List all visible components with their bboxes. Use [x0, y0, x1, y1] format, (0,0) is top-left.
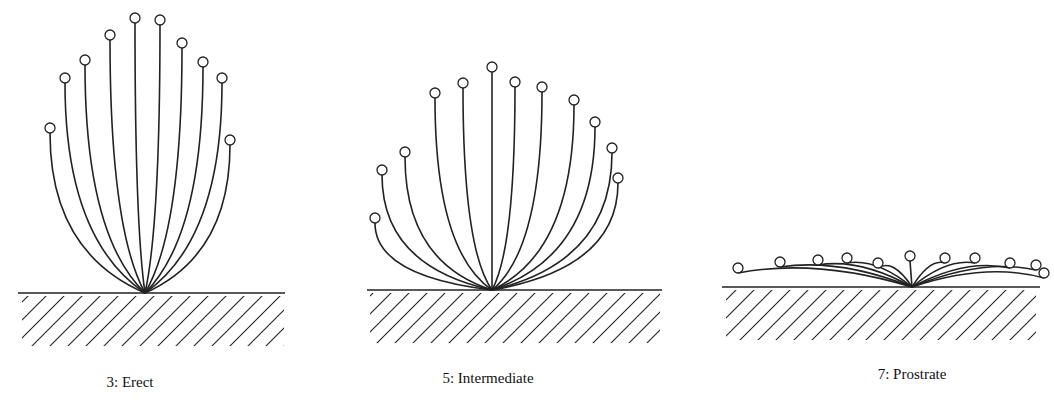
stem-tip [1031, 260, 1041, 270]
stem [910, 261, 912, 287]
erect-plant [18, 13, 285, 346]
intermediate-plant [367, 62, 662, 343]
ground-line [722, 286, 1040, 287]
stem [492, 92, 542, 290]
stem-tip [458, 78, 468, 88]
stem-tip [225, 135, 235, 145]
stem [463, 88, 492, 290]
stem-tip [537, 82, 547, 92]
stem [492, 127, 595, 290]
stem [145, 48, 182, 293]
stem-tip [370, 213, 380, 223]
soil-hatching [22, 296, 284, 346]
stem [145, 83, 222, 293]
stem-tip [430, 88, 440, 98]
stem [145, 145, 230, 293]
stem-tip [487, 62, 497, 72]
stem-tip [905, 251, 915, 261]
stem-tip [400, 147, 410, 157]
stem-tip [105, 30, 115, 40]
stem-tip [60, 73, 70, 83]
ground-line [367, 289, 662, 290]
stem [110, 40, 145, 293]
habit-caption: 5: Intermediate [442, 370, 533, 387]
stem [492, 183, 618, 290]
stem [65, 83, 145, 293]
stem-tip [590, 117, 600, 127]
soil-hatching [726, 290, 1036, 340]
stem [375, 223, 492, 290]
stem [912, 272, 1044, 287]
stem-tip [607, 143, 617, 153]
habit-caption: 7: Prostrate [878, 366, 947, 383]
stem-tip [733, 263, 743, 273]
stem-tip [80, 55, 90, 65]
stem-tip [775, 257, 785, 267]
stem-tip [510, 77, 520, 87]
stem [492, 153, 612, 290]
stem [492, 105, 574, 290]
stem-tip [177, 38, 187, 48]
stem-tip [1005, 258, 1015, 268]
habit-caption: 3: Erect [106, 374, 153, 391]
stem-tip [217, 73, 227, 83]
stem-tip [873, 258, 883, 268]
stem-tip [569, 95, 579, 105]
stem [912, 265, 1010, 287]
stem [780, 265, 912, 287]
soil-hatching [370, 293, 660, 343]
stem-tip [1039, 268, 1049, 278]
stem-tip [198, 57, 208, 67]
stem-tip [813, 255, 823, 265]
stem [135, 23, 145, 293]
prostrate-plant [722, 251, 1049, 340]
stem [491, 72, 493, 290]
stem [405, 157, 492, 290]
stem-tip [940, 253, 950, 263]
ground-line [18, 292, 285, 293]
stem-tip [970, 253, 980, 263]
stem [912, 266, 1036, 287]
stem [878, 265, 912, 287]
stem-tip [155, 15, 165, 25]
stem [818, 264, 912, 287]
stem [492, 87, 515, 290]
stem-tip [613, 173, 623, 183]
stem-tip [377, 165, 387, 175]
stem-tip [130, 13, 140, 23]
stem [50, 133, 145, 293]
stem-tip [842, 253, 852, 263]
stem [145, 25, 160, 293]
stem-tip [45, 123, 55, 133]
stem [145, 67, 203, 293]
stem [382, 175, 492, 290]
